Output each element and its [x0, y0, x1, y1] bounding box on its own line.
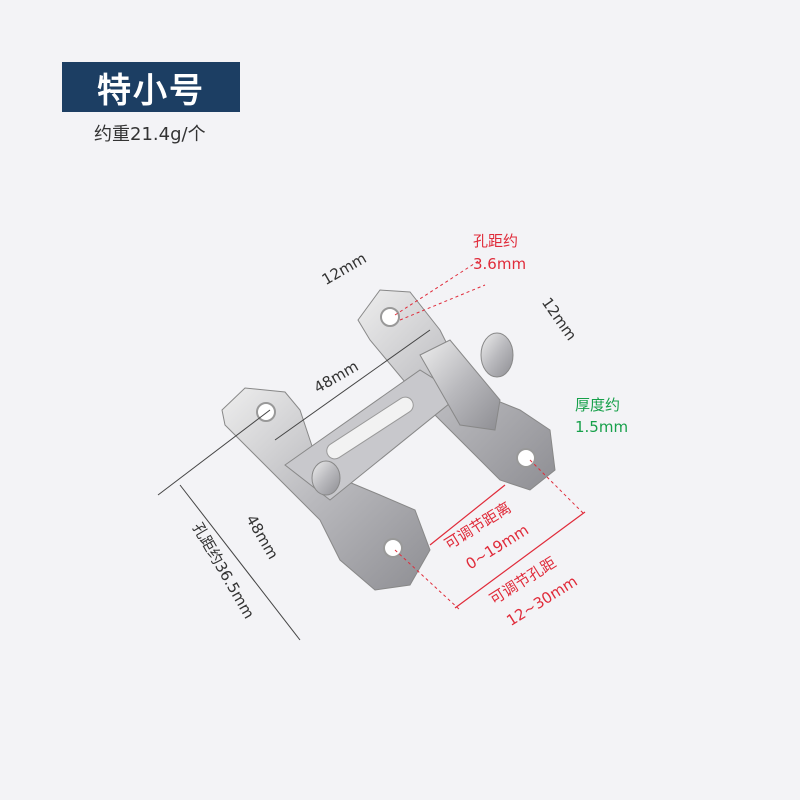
- knob-small: [311, 460, 341, 496]
- weight-label: 约重21.4g/个: [94, 124, 206, 145]
- latch-bracket: [419, 339, 501, 431]
- knob: [480, 332, 514, 378]
- thickness-value: 1.5mm: [575, 418, 629, 436]
- size-title-badge: 特小号: [62, 62, 240, 112]
- thickness-label: 厚度约: [575, 396, 621, 414]
- hole-spacing-label: 孔距约: [473, 232, 519, 250]
- hole-spacing-value: 3.6mm: [473, 255, 527, 273]
